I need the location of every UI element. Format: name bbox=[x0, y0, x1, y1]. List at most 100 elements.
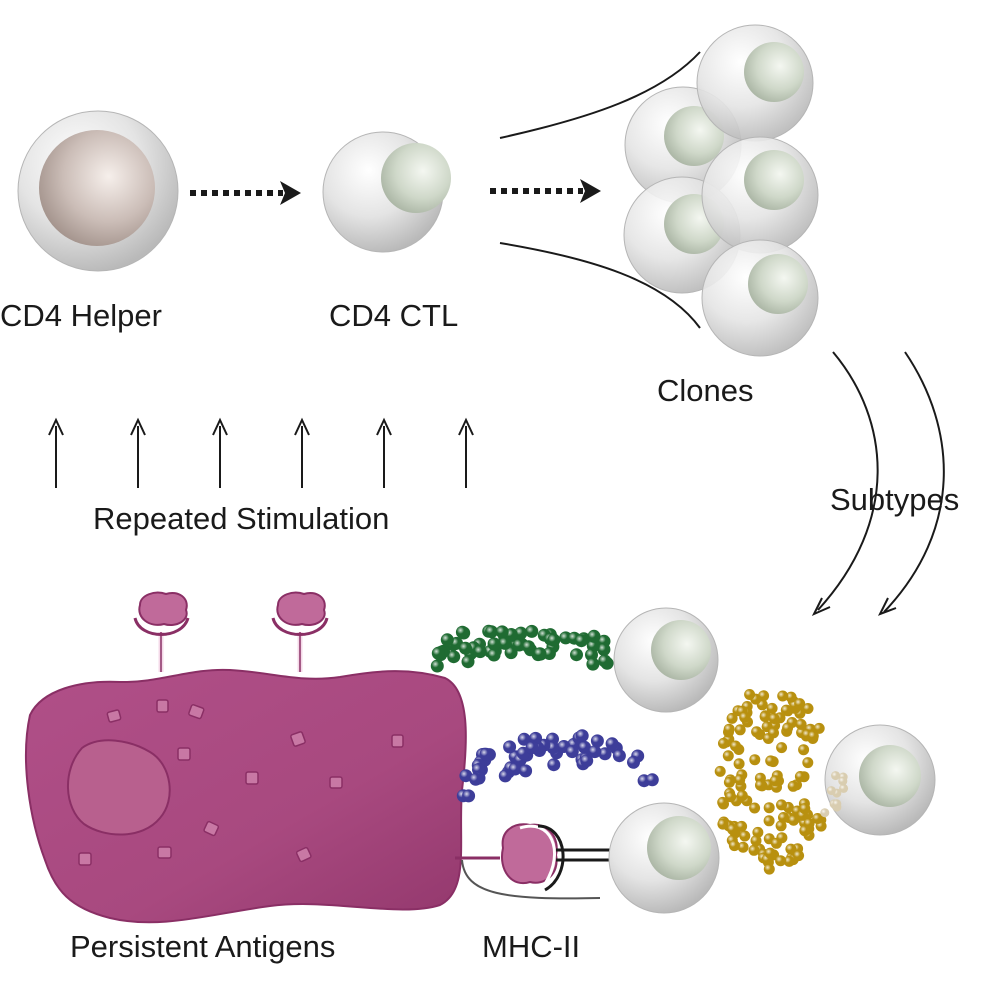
granule-highlight bbox=[752, 826, 764, 838]
granule-highlight bbox=[575, 729, 589, 743]
granule-highlight bbox=[519, 764, 533, 778]
granule-highlight bbox=[766, 702, 778, 714]
subtype-cell-contact bbox=[608, 802, 720, 914]
subtypes-arrows bbox=[811, 351, 945, 617]
granule-highlight bbox=[597, 643, 611, 656]
granule-highlight bbox=[587, 629, 601, 643]
granule-highlight bbox=[495, 625, 509, 639]
granule-highlight bbox=[826, 786, 836, 796]
label-clones: Clones bbox=[657, 373, 754, 408]
granule-highlight bbox=[749, 802, 761, 814]
granules-blue bbox=[456, 729, 659, 803]
granule-highlight bbox=[598, 747, 612, 761]
stimulation-arrow bbox=[48, 417, 64, 488]
granule-highlight bbox=[726, 712, 738, 724]
granule-highlight bbox=[785, 691, 797, 703]
granule-highlight bbox=[807, 730, 819, 742]
granule-highlight bbox=[473, 645, 487, 659]
clone-cell bbox=[696, 24, 814, 142]
granule-highlight bbox=[832, 799, 842, 809]
granule-highlight bbox=[776, 742, 788, 754]
clones-bracket-lines bbox=[499, 51, 701, 329]
granule-highlight bbox=[839, 783, 849, 793]
granule-highlight bbox=[768, 727, 779, 739]
granule-highlight bbox=[775, 820, 787, 832]
granule-highlight bbox=[763, 815, 775, 827]
granule-highlight bbox=[498, 636, 512, 650]
granule-highlight bbox=[522, 640, 536, 654]
granule-highlight bbox=[586, 657, 600, 671]
granule-highlight bbox=[831, 771, 841, 781]
granule-highlight bbox=[799, 825, 811, 837]
label-repeated-stimulation: Repeated Stimulation bbox=[93, 501, 390, 536]
cd4-ctl-cell bbox=[322, 131, 451, 253]
granule-highlight bbox=[755, 779, 766, 791]
granule-highlight bbox=[739, 711, 751, 723]
granule-highlight bbox=[737, 841, 749, 853]
granule-highlight bbox=[525, 624, 539, 638]
dotted-arrow-helper-to-ctl bbox=[190, 181, 301, 205]
granule-highlight bbox=[485, 625, 498, 639]
granule-highlight bbox=[717, 796, 729, 808]
label-subtypes: Subtypes bbox=[830, 482, 960, 517]
stimulation-arrow bbox=[294, 417, 310, 488]
granule-highlight bbox=[776, 832, 788, 844]
granule-highlight bbox=[759, 711, 771, 723]
surface-mhc-receptor bbox=[271, 591, 329, 672]
mhc-ii-synapse bbox=[455, 823, 612, 900]
dotted-arrow-ctl-to-clones bbox=[490, 179, 601, 203]
granule-highlight bbox=[627, 755, 640, 769]
granule-highlight bbox=[461, 655, 475, 669]
granule-highlight bbox=[565, 745, 579, 759]
stimulation-arrow bbox=[458, 417, 474, 488]
granule-highlight bbox=[725, 791, 737, 803]
granule-highlight bbox=[717, 818, 729, 830]
granule-highlight bbox=[736, 790, 748, 802]
granule-highlight bbox=[734, 724, 746, 736]
granule-highlight bbox=[590, 734, 604, 748]
granule-highlight bbox=[462, 789, 476, 803]
granule-highlight bbox=[487, 648, 501, 662]
surface-mhc-receptor bbox=[133, 591, 190, 672]
granule-highlight bbox=[794, 698, 806, 710]
label-mhc-ii: MHC-II bbox=[482, 929, 581, 964]
granule-highlight bbox=[802, 703, 814, 714]
granule-highlight bbox=[775, 855, 787, 867]
label-cd4-ctl: CD4 CTL bbox=[329, 298, 459, 333]
granule-highlight bbox=[542, 647, 556, 660]
cd4-helper-cell bbox=[17, 110, 179, 272]
granule-highlight bbox=[570, 648, 583, 662]
granule-highlight bbox=[728, 840, 740, 852]
granule-highlight bbox=[517, 732, 531, 746]
granules-green bbox=[430, 624, 614, 673]
granule-highlight bbox=[783, 855, 795, 867]
granule-highlight bbox=[431, 646, 445, 660]
granule-highlight bbox=[736, 820, 748, 832]
granule-highlight bbox=[798, 744, 810, 756]
granules-gold bbox=[714, 689, 827, 875]
granule-highlight bbox=[750, 835, 762, 847]
granule-highlight bbox=[734, 774, 746, 786]
granule-highlight bbox=[793, 850, 805, 862]
stimulation-arrow bbox=[212, 417, 228, 488]
antigen-presenting-cell bbox=[25, 591, 467, 924]
granule-highlight bbox=[612, 749, 626, 763]
granule-highlight bbox=[455, 625, 469, 639]
granule-highlight bbox=[763, 802, 775, 814]
antigen-fragments bbox=[78, 699, 404, 866]
granule-highlight bbox=[605, 737, 619, 751]
granule-highlight bbox=[763, 863, 775, 875]
granule-highlight bbox=[722, 750, 734, 762]
clone-cell bbox=[701, 136, 819, 254]
granule-highlight bbox=[479, 747, 493, 761]
granule-highlight bbox=[580, 754, 594, 768]
granule-highlight bbox=[588, 745, 602, 759]
granule-highlight bbox=[547, 758, 561, 772]
granule-highlight bbox=[723, 723, 735, 735]
label-persistent-antigens: Persistent Antigens bbox=[70, 929, 336, 964]
granule-highlight bbox=[820, 808, 830, 818]
granule-highlight bbox=[714, 765, 726, 777]
granule-highlight bbox=[733, 758, 745, 770]
granule-highlight bbox=[778, 812, 789, 823]
